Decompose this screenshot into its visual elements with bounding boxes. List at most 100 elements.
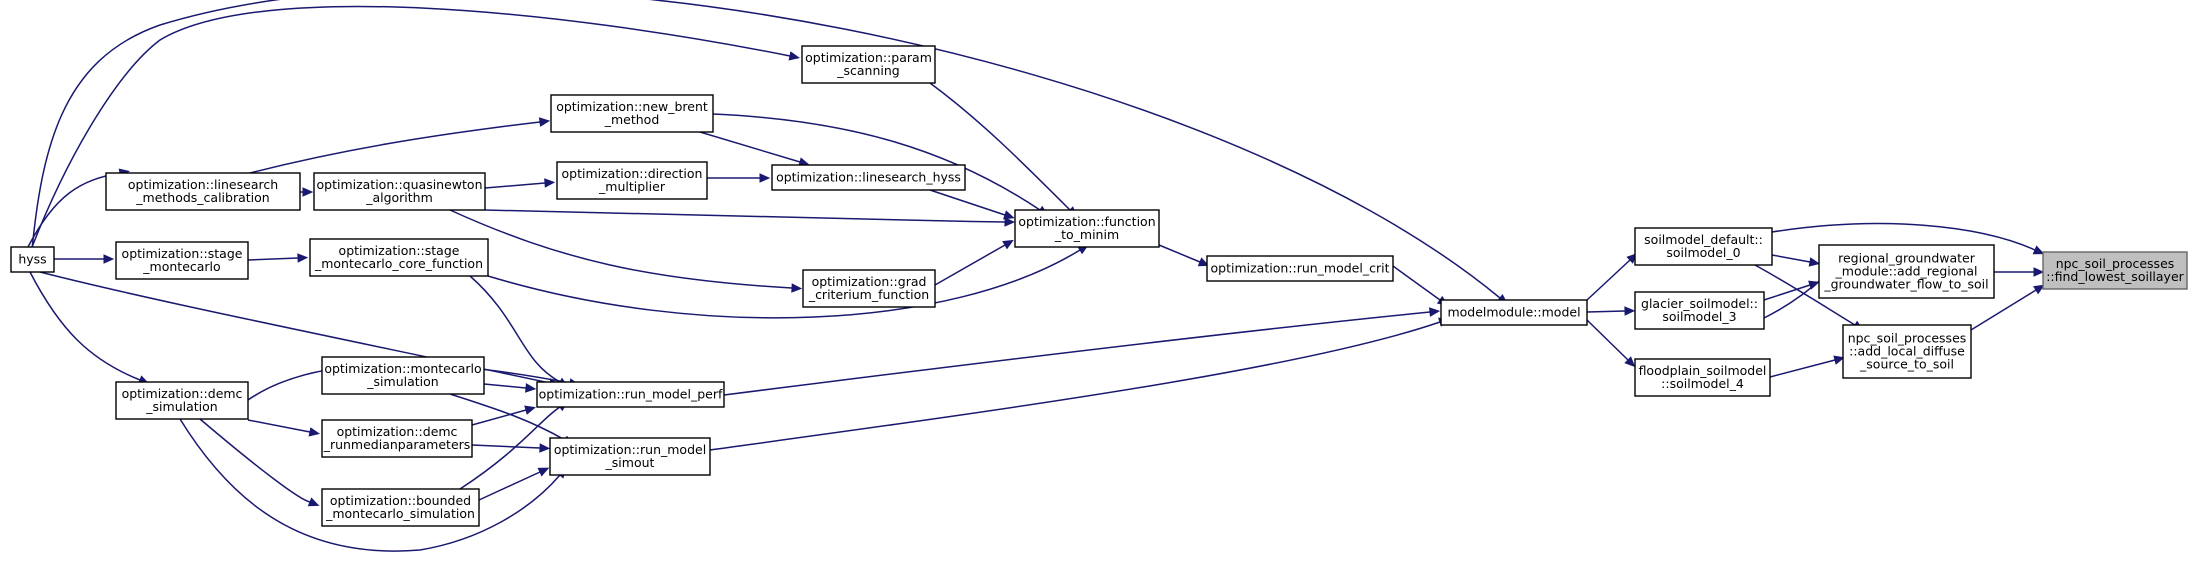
node-label: _simout bbox=[605, 455, 655, 470]
call-edge-stage_montecarlo-stage_core bbox=[247, 253, 309, 263]
arrowhead-icon bbox=[1808, 257, 1821, 267]
node-function-to-minim[interactable]: optimization::function_to_minim bbox=[1014, 209, 1160, 248]
call-edge-modelmodule_model-soilmodel_3 bbox=[1586, 306, 1636, 316]
arrowhead-icon bbox=[538, 117, 551, 127]
node-label: regional_groundwater bbox=[1838, 251, 1976, 266]
node-run-model-crit[interactable]: optimization::run_model_crit bbox=[1206, 255, 1394, 282]
arrowhead-icon bbox=[1624, 306, 1636, 316]
node-label: ::soilmodel_4 bbox=[1661, 376, 1744, 391]
arrowhead-icon bbox=[759, 173, 771, 183]
call-edge-quasinewton-function_to_minim bbox=[484, 209, 1016, 227]
node-label: optimization::function bbox=[1018, 214, 1155, 229]
call-edge-hyss-stage_montecarlo bbox=[54, 254, 115, 264]
node-grad-criterium[interactable]: optimization::grad_criterium_function bbox=[802, 269, 936, 308]
arrowhead-icon bbox=[2033, 284, 2045, 295]
call-edge-linesearch_cal-new_brent bbox=[249, 117, 551, 174]
node-quasinewton[interactable]: optimization::quasinewton_algorithm bbox=[313, 172, 486, 211]
node-label: optimization::new_brent bbox=[556, 99, 708, 114]
node-add-regional[interactable]: regional_groundwater_module::add_regiona… bbox=[1818, 244, 1995, 299]
node-label: optimization::quasinewton bbox=[316, 177, 482, 192]
node-stage-montecarlo[interactable]: optimization::stage_montecarlo bbox=[115, 241, 249, 280]
call-edge-grad_criterium-function_to_minim bbox=[934, 239, 1014, 286]
node-label: optimization::demc bbox=[122, 386, 243, 401]
node-label: soilmodel_0 bbox=[1666, 245, 1740, 260]
call-edge-add_local_diffuse-find_lowest bbox=[1970, 284, 2045, 331]
arrowhead-icon bbox=[1429, 307, 1441, 317]
node-hyss[interactable]: hyss bbox=[10, 246, 55, 273]
node-label: optimization::run_model_perf bbox=[539, 387, 723, 402]
node-label: _algorithm bbox=[365, 190, 433, 205]
call-edge-param_scanning-function_to_minim bbox=[929, 82, 1078, 218]
node-label: _to_minim bbox=[1054, 227, 1119, 242]
call-edge-linesearch_hyss-function_to_minim bbox=[929, 189, 1015, 220]
arrowhead-icon bbox=[307, 497, 320, 507]
node-param-scanning[interactable]: optimization::param_scanning bbox=[801, 45, 936, 84]
call-edge-soilmodel_0-add_regional bbox=[1771, 254, 1821, 267]
call-edge-direction_mult-linesearch_hyss bbox=[707, 173, 771, 183]
call-edge-bounded_montecarlo-run_model_simout bbox=[478, 467, 550, 501]
node-label: npc_soil_processes bbox=[2056, 256, 2175, 271]
node-label: optimization::run_model bbox=[554, 442, 706, 457]
arrowhead-icon bbox=[524, 405, 536, 415]
node-modelmodule-model[interactable]: modelmodule::model bbox=[1440, 299, 1588, 326]
arrowhead-icon bbox=[537, 467, 550, 477]
call-edge-run_model_perf-modelmodule_model bbox=[723, 307, 1441, 396]
arrowhead-icon bbox=[302, 187, 314, 197]
node-bounded-montecarlo[interactable]: optimization::bounded_montecarlo_simulat… bbox=[321, 488, 480, 527]
node-label: _montecarlo_core_function bbox=[314, 256, 483, 271]
node-label: soilmodel_default:: bbox=[1644, 232, 1763, 247]
node-label: _module::add_regional bbox=[1835, 264, 1978, 279]
node-label: floodplain_soilmodel bbox=[1639, 363, 1767, 378]
arrowhead-icon bbox=[1624, 356, 1636, 368]
call-edge-montecarlo_sim-run_model_perf bbox=[483, 383, 537, 393]
call-edge-function_to_minim-run_model_crit bbox=[1158, 244, 1210, 267]
node-linesearch-hyss[interactable]: optimization::linesearch_hyss bbox=[771, 164, 966, 191]
node-linesearch-cal[interactable]: optimization::linesearch_methods_calibra… bbox=[105, 172, 301, 211]
node-soilmodel-4[interactable]: floodplain_soilmodel::soilmodel_4 bbox=[1634, 358, 1771, 397]
arrowhead-icon bbox=[539, 443, 551, 453]
arrowhead-icon bbox=[308, 427, 321, 437]
node-add-local-diffuse[interactable]: npc_soil_processes::add_local_diffuse_so… bbox=[1842, 324, 1972, 379]
arrowhead-icon bbox=[525, 383, 537, 393]
node-demc-simulation[interactable]: optimization::demc_simulation bbox=[115, 381, 249, 420]
node-label: ::add_local_diffuse bbox=[1849, 344, 1965, 359]
node-label: _source_to_soil bbox=[1859, 357, 1954, 372]
node-run-model-simout[interactable]: optimization::run_model_simout bbox=[549, 437, 711, 476]
node-label: ::find_lowest_soillayer bbox=[2046, 269, 2184, 284]
call-edge-demc_runmedian-run_model_perf bbox=[471, 405, 536, 426]
call-edge-quasinewton-direction_mult bbox=[484, 178, 556, 189]
node-montecarlo-sim[interactable]: optimization::montecarlo_simulation bbox=[321, 356, 485, 395]
node-label: _method bbox=[604, 112, 660, 127]
node-label: optimization::stage bbox=[122, 246, 243, 261]
node-label: optimization::montecarlo bbox=[324, 361, 481, 376]
call-edge-add_regional-find_lowest bbox=[1994, 267, 2045, 277]
call-edge-modelmodule_model-soilmodel_0 bbox=[1586, 253, 1638, 301]
node-label: _montecarlo bbox=[142, 259, 220, 274]
node-soilmodel-3[interactable]: glacier_soilmodel::soilmodel_3 bbox=[1634, 291, 1765, 330]
node-label: optimization::param bbox=[805, 50, 932, 65]
node-label: modelmodule::model bbox=[1447, 305, 1580, 320]
node-run-model-perf[interactable]: optimization::run_model_perf bbox=[536, 381, 725, 408]
node-label: optimization::grad bbox=[812, 274, 927, 289]
node-demc-runmedian[interactable]: optimization::demc_runmedianparameters bbox=[321, 419, 473, 458]
arrowhead-icon bbox=[1197, 257, 1210, 267]
arrowhead-icon bbox=[1004, 217, 1016, 227]
node-label: optimization::linesearch bbox=[128, 177, 278, 192]
node-label: _methods_calibration bbox=[135, 190, 269, 205]
node-soilmodel-0[interactable]: soilmodel_default::soilmodel_0 bbox=[1634, 227, 1773, 266]
arrowhead-icon bbox=[1002, 210, 1015, 220]
arrowhead-icon bbox=[2032, 245, 2045, 255]
node-label: soilmodel_3 bbox=[1662, 309, 1736, 324]
call-edge-modelmodule_model-soilmodel_4 bbox=[1586, 319, 1636, 368]
node-label: _groundwater_flow_to_soil bbox=[1823, 277, 1988, 292]
node-direction-mult[interactable]: optimization::direction_multiplier bbox=[556, 161, 708, 200]
arrowhead-icon bbox=[788, 51, 801, 61]
arrowhead-icon bbox=[1833, 355, 1845, 365]
call-edge-demc_simulation-demc_runmedian bbox=[247, 419, 321, 437]
node-stage-core[interactable]: optimization::stage_montecarlo_core_func… bbox=[309, 238, 489, 277]
node-find-lowest[interactable]: npc_soil_processes::find_lowest_soillaye… bbox=[2042, 251, 2188, 290]
node-new-brent[interactable]: optimization::new_brent_method bbox=[550, 94, 714, 133]
node-layer: hyssoptimization::param_scanningoptimiza… bbox=[10, 45, 2188, 527]
call-edge-run_model_crit-modelmodule_model bbox=[1392, 265, 1449, 307]
